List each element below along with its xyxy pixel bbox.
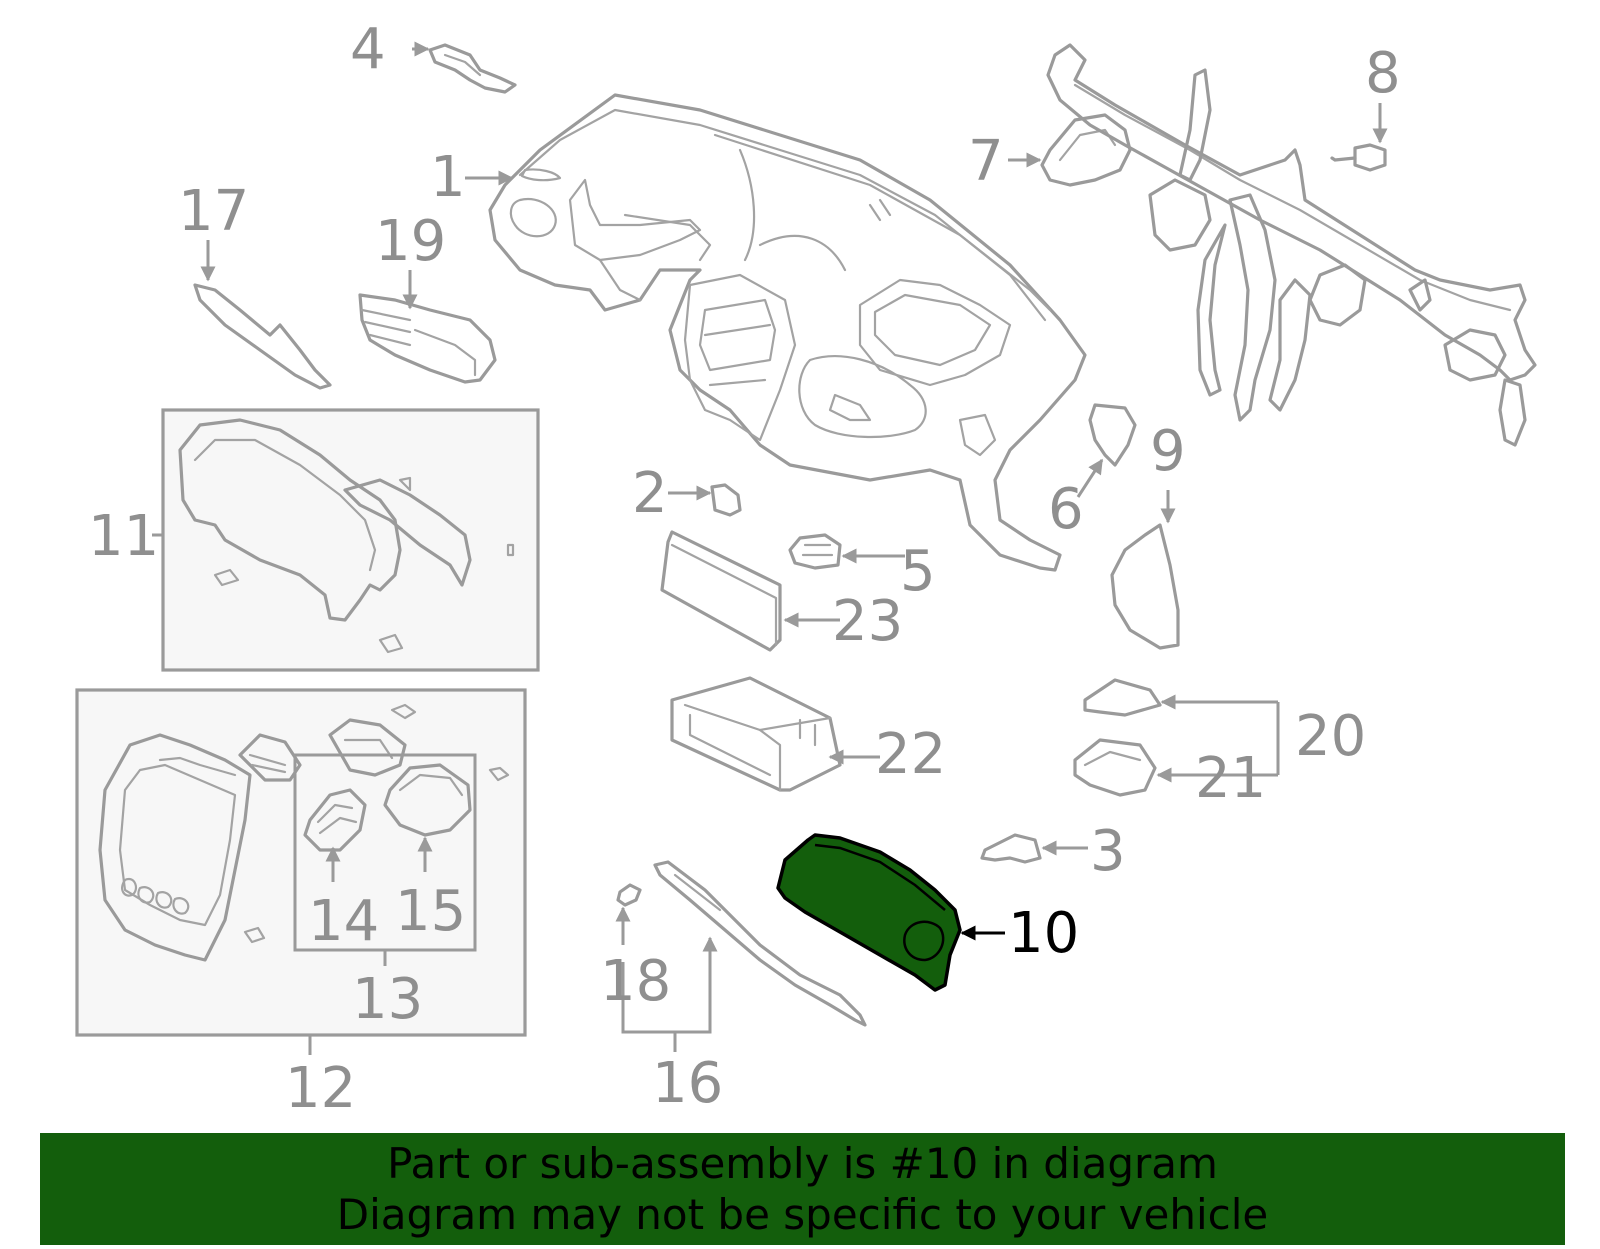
part-9 — [1110, 523, 1180, 650]
leader-lines — [152, 41, 1388, 1055]
banner-line-1: Part or sub-assembly is #10 in diagram — [387, 1139, 1218, 1188]
part-1-instrument-panel — [488, 93, 1087, 572]
callout-16: 16 — [652, 1051, 723, 1116]
cross-car-beam — [1046, 43, 1537, 447]
part-21 — [1073, 738, 1157, 797]
callout-11: 11 — [88, 504, 159, 569]
part-17 — [193, 283, 332, 390]
callout-labels: 4 1 17 19 2 5 23 22 6 9 7 8 11 20 21 3 1… — [88, 17, 1401, 1121]
callout-9: 9 — [1150, 419, 1186, 484]
info-banner: Part or sub-assembly is #10 in diagram D… — [40, 1133, 1565, 1245]
callout-6: 6 — [1048, 477, 1084, 542]
callout-1: 1 — [430, 145, 466, 210]
callout-15: 15 — [395, 879, 466, 944]
part-8-bolt — [1330, 143, 1387, 172]
part-4 — [428, 43, 517, 94]
banner-line-2: Diagram may not be specific to your vehi… — [336, 1190, 1269, 1239]
part-2 — [710, 483, 742, 517]
callout-2: 2 — [632, 461, 668, 526]
box-11 — [161, 408, 540, 672]
part-16 — [653, 860, 867, 1027]
callout-18: 18 — [600, 949, 671, 1014]
part-6 — [1088, 403, 1137, 467]
callout-17: 17 — [178, 179, 249, 244]
callout-20: 20 — [1295, 704, 1366, 769]
part-18 — [616, 883, 642, 907]
callout-12: 12 — [285, 1056, 356, 1121]
callout-10: 10 — [1008, 901, 1079, 966]
part-7 — [1040, 113, 1132, 187]
part-5 — [788, 533, 842, 570]
callout-19: 19 — [375, 209, 446, 274]
part-20 — [1083, 678, 1162, 717]
box-12 — [75, 688, 527, 1037]
part-19 — [358, 293, 497, 384]
callout-7: 7 — [968, 129, 1004, 194]
part-23 — [660, 530, 782, 652]
callout-22: 22 — [875, 722, 946, 787]
callout-8: 8 — [1365, 41, 1401, 106]
callout-14: 14 — [308, 889, 379, 954]
callout-13: 13 — [352, 967, 423, 1032]
callout-23: 23 — [832, 589, 903, 654]
part-22 — [670, 676, 842, 792]
callout-5: 5 — [900, 539, 936, 604]
part-10-highlighted — [776, 833, 962, 992]
part-3 — [980, 833, 1042, 864]
callout-21: 21 — [1195, 746, 1266, 811]
callout-4: 4 — [350, 17, 386, 82]
callout-3: 3 — [1090, 819, 1126, 884]
